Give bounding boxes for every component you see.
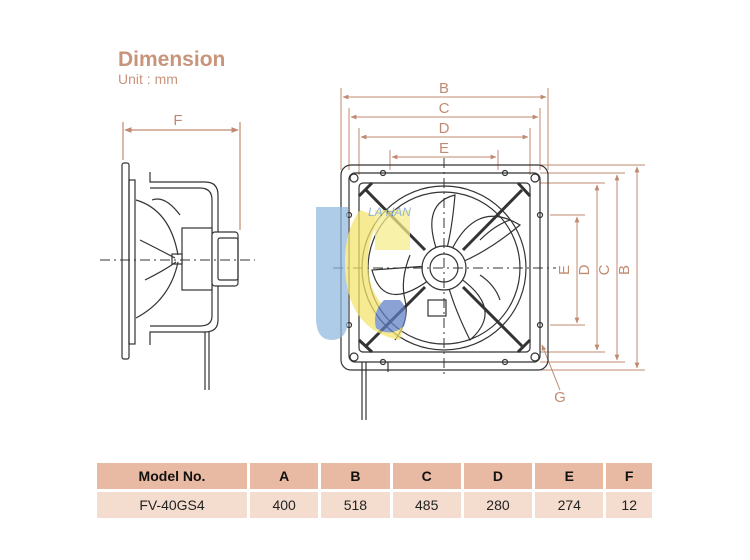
g-callout-label: G bbox=[554, 389, 566, 406]
b-top-label: B bbox=[439, 80, 449, 97]
side-view bbox=[100, 122, 255, 390]
f-dimension-label: F bbox=[173, 112, 182, 129]
front-view-dimension-lines bbox=[340, 88, 645, 391]
cell-e: 274 bbox=[535, 492, 604, 518]
table-header-row: Model No. A B C D E F bbox=[97, 463, 652, 489]
d-right-label: D bbox=[576, 264, 593, 275]
header-f: F bbox=[606, 463, 652, 489]
cell-c: 485 bbox=[392, 492, 461, 518]
header-model: Model No. bbox=[97, 463, 247, 489]
e-top-label: E bbox=[439, 140, 449, 157]
cell-model: FV-40GS4 bbox=[97, 492, 247, 518]
header-a: A bbox=[250, 463, 319, 489]
dimension-title: Dimension bbox=[118, 48, 226, 71]
header-d: D bbox=[463, 463, 533, 489]
technical-drawing: F bbox=[100, 80, 645, 420]
header-c: C bbox=[392, 463, 461, 489]
watermark-logo: LA HAN bbox=[316, 205, 411, 340]
unit-label: Unit : mm bbox=[118, 71, 178, 87]
cell-b: 518 bbox=[321, 492, 390, 518]
cell-a: 400 bbox=[250, 492, 319, 518]
e-right-label: E bbox=[556, 265, 573, 275]
d-top-label: D bbox=[439, 120, 450, 137]
cell-d: 280 bbox=[463, 492, 533, 518]
c-top-label: C bbox=[439, 100, 450, 117]
spec-table: Model No. A B C D E F FV-40GS4 400 518 4… bbox=[94, 460, 655, 521]
cell-f: 12 bbox=[606, 492, 652, 518]
g-callout-leader bbox=[541, 344, 561, 391]
table-row: FV-40GS4 400 518 485 280 274 12 bbox=[97, 492, 652, 518]
watermark-text: LA HAN bbox=[368, 205, 411, 219]
c-right-label: C bbox=[596, 264, 613, 275]
b-right-label: B bbox=[616, 265, 633, 275]
header-b: B bbox=[321, 463, 390, 489]
header-e: E bbox=[535, 463, 604, 489]
